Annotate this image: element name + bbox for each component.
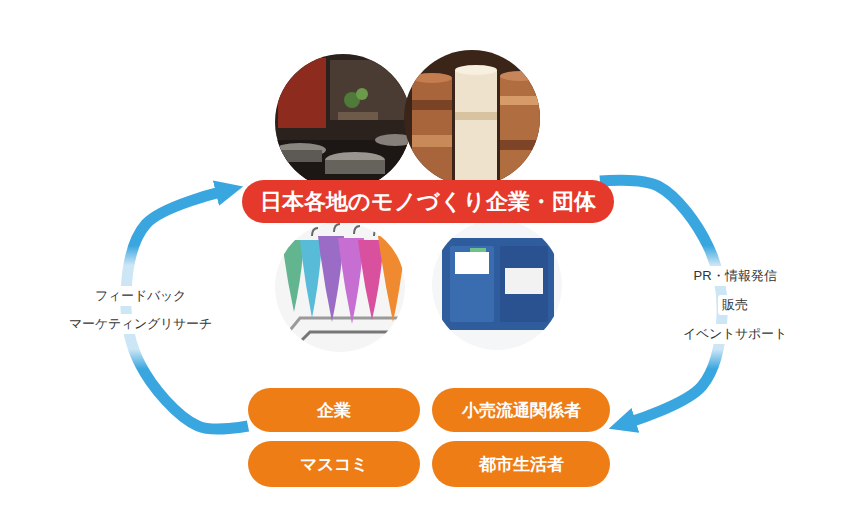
canister-lid bbox=[412, 73, 452, 83]
node-text: マスコミ bbox=[300, 453, 368, 476]
wood-canister-photo bbox=[400, 45, 545, 190]
umbrella bbox=[378, 236, 406, 322]
plant bbox=[356, 88, 368, 100]
card-case bbox=[442, 238, 554, 330]
node-text: 小売流通関係者 bbox=[462, 399, 581, 422]
flow-arrow bbox=[126, 192, 248, 429]
umbrella-photo bbox=[270, 218, 410, 358]
flow-label: マーケティングリサーチ bbox=[65, 314, 216, 334]
maker-band: 日本各地のモノづくり企業・団体 bbox=[242, 180, 614, 223]
umbrella bbox=[358, 240, 384, 320]
umbrella-handle bbox=[292, 228, 298, 236]
wall bbox=[330, 60, 410, 120]
photo-ground bbox=[270, 50, 420, 195]
canister-lid bbox=[500, 71, 542, 81]
card bbox=[505, 268, 543, 294]
card-case-pocket bbox=[500, 246, 548, 322]
canister-lid bbox=[455, 65, 497, 75]
stool-side bbox=[278, 150, 322, 162]
canister-stripe bbox=[412, 135, 452, 147]
flow-arrow bbox=[600, 180, 722, 422]
node-text: 企業 bbox=[317, 399, 351, 422]
umbrella bbox=[282, 240, 304, 312]
umbrella-handle bbox=[312, 224, 400, 236]
audience-box: マスコミ bbox=[248, 441, 420, 487]
canister-stripe bbox=[500, 96, 542, 105]
flow-label: フィードバック bbox=[91, 286, 190, 306]
canister bbox=[455, 70, 497, 190]
table bbox=[338, 112, 378, 120]
card-case-pocket bbox=[450, 246, 494, 322]
red-wall-panel bbox=[278, 58, 326, 128]
interior-photo bbox=[270, 50, 420, 195]
node-text: 都市生活者 bbox=[479, 453, 564, 476]
umbrella-stand bbox=[290, 332, 405, 352]
umbrella-stand bbox=[282, 318, 405, 340]
umbrella bbox=[300, 240, 322, 318]
photo-ground bbox=[430, 218, 565, 353]
canister-stripe bbox=[412, 100, 452, 110]
stool-side bbox=[325, 160, 385, 174]
audience-box: 企業 bbox=[248, 388, 420, 432]
canister-stripe bbox=[455, 112, 497, 120]
card-tab bbox=[470, 248, 486, 252]
photo-ground bbox=[400, 45, 545, 190]
canister-stripe bbox=[500, 140, 542, 150]
audience-box: 都市生活者 bbox=[432, 441, 610, 487]
flow-label: イベントサポート bbox=[679, 324, 791, 344]
flow-label: PR・情報発信 bbox=[689, 266, 780, 286]
photo-ground bbox=[270, 218, 410, 358]
node-text: 日本各地のモノづくり企業・団体 bbox=[260, 187, 596, 217]
flow-label: 販売 bbox=[718, 295, 752, 315]
canister bbox=[412, 78, 452, 188]
canister bbox=[500, 76, 542, 190]
card bbox=[455, 252, 489, 274]
card-case-photo bbox=[430, 218, 565, 353]
audience-box: 小売流通関係者 bbox=[432, 388, 610, 432]
